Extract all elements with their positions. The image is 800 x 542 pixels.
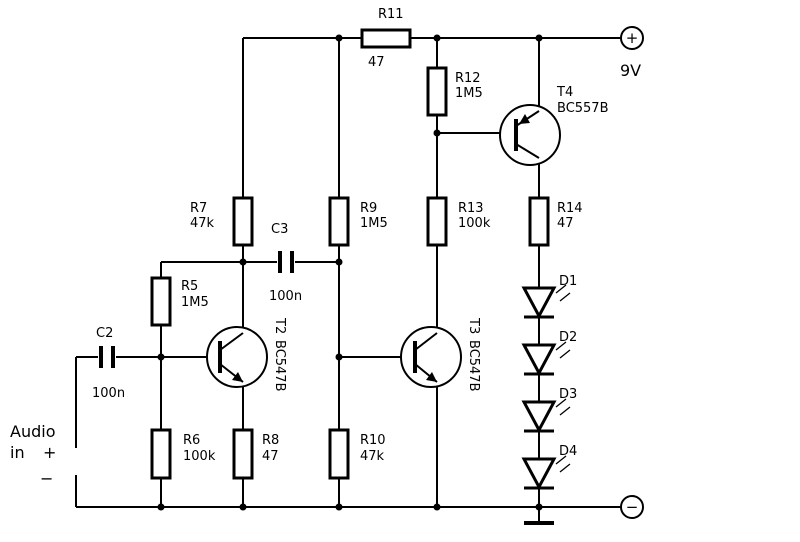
resistor-r13	[426, 196, 448, 247]
transistor-t4	[499, 104, 561, 166]
d1-name: D1	[559, 274, 577, 289]
resistor-r5	[150, 276, 172, 327]
led-d4	[521, 455, 571, 491]
led-d1	[521, 284, 571, 320]
audio-plus-symbol: +	[43, 443, 56, 462]
d4-name: D4	[559, 444, 577, 459]
resistor-r11	[360, 28, 412, 49]
r10-name: R10	[360, 433, 386, 448]
capacitor-c3	[278, 251, 294, 273]
c2-name: C2	[96, 326, 113, 341]
positive-terminal: +	[620, 26, 644, 50]
r7-value: 47k	[190, 216, 215, 231]
audio-minus-symbol: −	[40, 469, 53, 488]
capacitor-c2	[99, 346, 115, 368]
r12-value: 1M5	[455, 86, 483, 101]
t3-label: T3 BC547B	[466, 317, 481, 392]
r13-name: R13	[458, 201, 484, 216]
resistor-r10	[328, 428, 350, 480]
d3-name: D3	[559, 387, 577, 402]
resistor-r14	[528, 196, 550, 247]
t2-label: T2 BC547B	[272, 317, 287, 392]
negative-terminal: −	[620, 495, 644, 519]
r8-value: 47	[262, 449, 279, 464]
d2-name: D2	[559, 330, 577, 345]
t4-name: T4	[556, 85, 573, 100]
r8-name: R8	[262, 433, 279, 448]
t3-name: T3	[466, 317, 481, 334]
r10-value: 47k	[360, 449, 385, 464]
r6-name: R6	[183, 433, 200, 448]
c2-value: 100n	[92, 386, 125, 401]
wires	[75, 37, 621, 525]
positive-symbol: +	[626, 29, 639, 47]
r5-value: 1M5	[181, 295, 209, 310]
r11-value: 47	[368, 55, 385, 70]
junctions	[157, 34, 543, 511]
t3-type: BC547B	[466, 340, 481, 392]
t2-name: T2	[272, 317, 287, 334]
r9-name: R9	[360, 201, 377, 216]
r13-value: 100k	[458, 216, 491, 231]
resistor-r9	[328, 196, 350, 247]
r14-name: R14	[557, 201, 583, 216]
r6-value: 100k	[183, 449, 216, 464]
transistor-t3	[400, 326, 462, 388]
resistor-r12	[426, 66, 448, 117]
led-d2	[521, 341, 571, 377]
supply-voltage-label: 9V	[620, 61, 641, 80]
t4-type: BC557B	[557, 101, 609, 116]
resistor-r8	[232, 428, 254, 480]
r9-value: 1M5	[360, 216, 388, 231]
led-d3	[521, 398, 571, 434]
r11-name: R11	[378, 7, 404, 22]
c3-value: 100n	[269, 289, 302, 304]
resistor-r6	[150, 428, 172, 480]
audio-input-label: Audio	[10, 422, 55, 441]
r7-name: R7	[190, 201, 207, 216]
r5-name: R5	[181, 279, 198, 294]
transistor-t2	[206, 326, 268, 388]
audio-input-label-in: in	[10, 443, 25, 462]
resistor-r7	[232, 196, 254, 247]
t2-type: BC547B	[272, 340, 287, 392]
r12-name: R12	[455, 71, 481, 86]
c3-name: C3	[271, 222, 288, 237]
negative-symbol: −	[626, 498, 639, 516]
r14-value: 47	[557, 216, 574, 231]
